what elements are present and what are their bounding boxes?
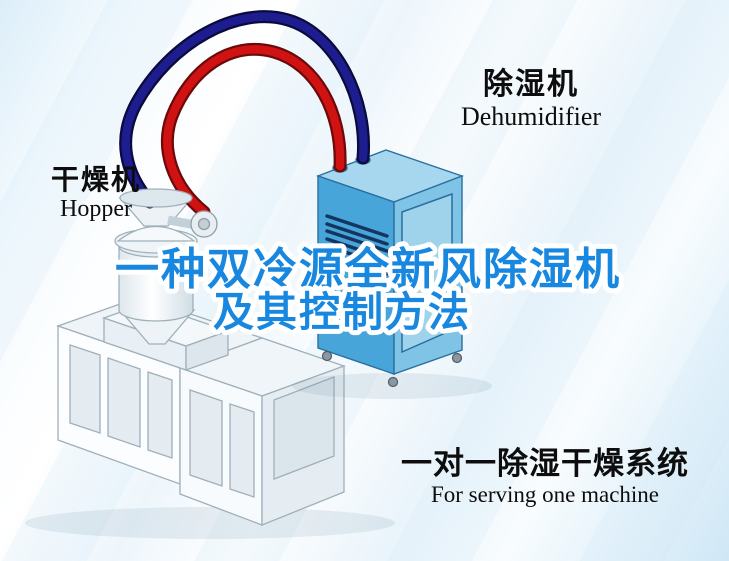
dehumidifier-label-group: 除湿机 Dehumidifier — [436, 68, 626, 131]
machine-panel — [69, 344, 101, 434]
machine-panel — [189, 389, 223, 487]
machine-shadow — [25, 507, 395, 539]
hopper-lid-dome — [116, 225, 196, 242]
hopper-label-en: Hopper — [60, 196, 132, 223]
caption-group: 一对一除湿干燥系统 For serving one machine — [378, 446, 712, 507]
hopper-machine-illustration — [25, 197, 395, 539]
dehumidifier-casters — [321, 350, 463, 388]
dehumidifier-vents — [325, 214, 389, 283]
pipes — [119, 10, 371, 219]
dehumidifier-illustration — [292, 149, 492, 399]
main-title-line2: 及其控制方法 — [213, 289, 471, 335]
machine-panel — [147, 371, 173, 459]
dehumidifier-label-en: Dehumidifier — [460, 101, 602, 131]
blower-unit — [190, 210, 218, 238]
cold-pipe — [121, 12, 368, 207]
machine-panel — [107, 357, 141, 448]
dehumidifier-door — [401, 192, 453, 354]
machine-panel — [229, 403, 255, 498]
door-handle — [443, 248, 447, 258]
caption-en: For serving one machine — [430, 481, 660, 507]
dehumidifier-label-cn: 除湿机 — [483, 68, 579, 101]
hopper-funnel-rim — [119, 188, 193, 208]
caption-cn: 一对一除湿干燥系统 — [401, 446, 689, 481]
machine-panel — [273, 376, 335, 480]
hot-pipe — [163, 45, 345, 217]
dehumidifier-side-face — [393, 174, 463, 375]
hopper-label-group: 干燥机 Hopper — [34, 164, 158, 223]
hopper-platform-side — [185, 330, 229, 371]
hopper-label-cn: 干燥机 — [50, 164, 141, 195]
main-title-line1: 一种双冷源全新风除湿机 — [115, 244, 621, 294]
hopper-cylinder — [118, 245, 194, 322]
